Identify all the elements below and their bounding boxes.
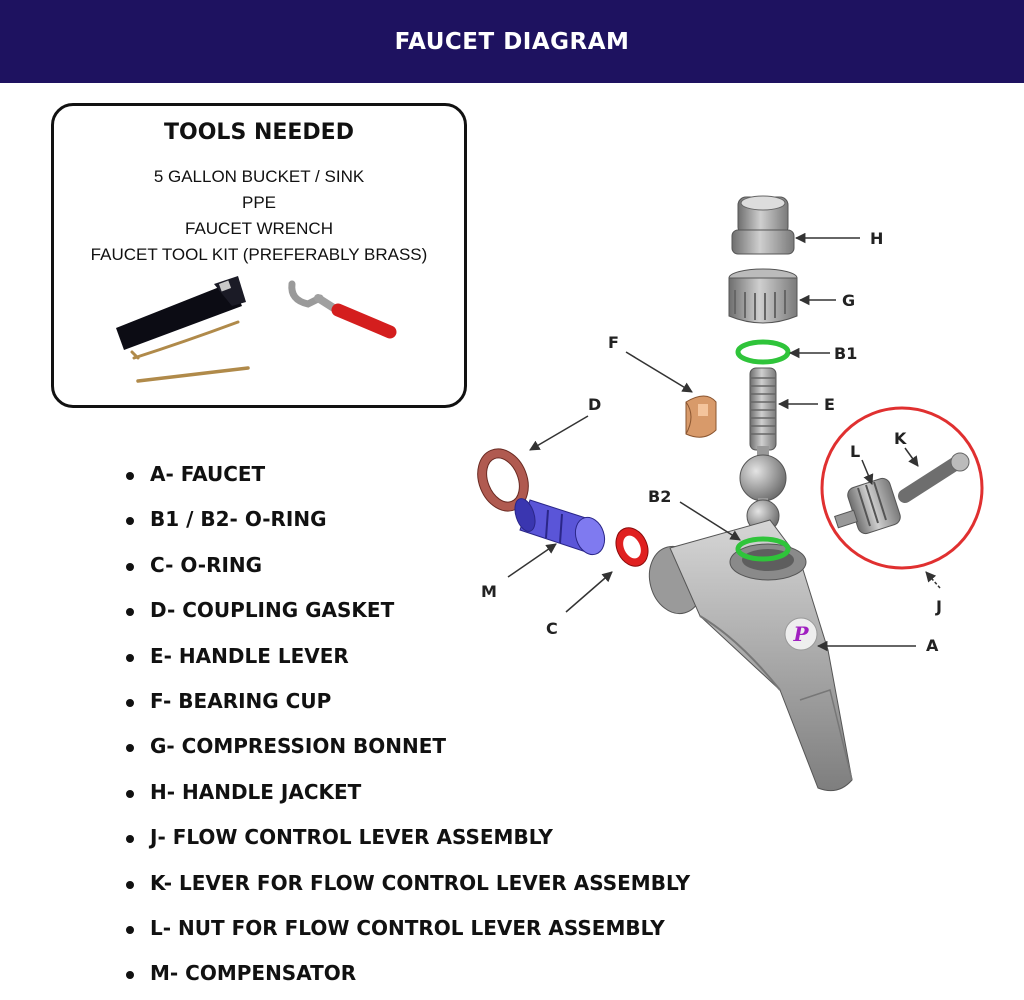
handle-lever-part [739, 367, 787, 533]
label-h: H [870, 229, 883, 248]
page-title: FAUCET DIAGRAM [394, 28, 630, 55]
tools-title: TOOLS NEEDED [164, 120, 354, 145]
compression-bonnet-part [728, 268, 798, 324]
tool-item: FAUCET WRENCH [185, 219, 333, 238]
header-bar: FAUCET DIAGRAM [0, 0, 1024, 83]
flow-control-lever-assembly-part [834, 452, 970, 535]
faucet-body-part: P [648, 519, 853, 792]
tools-illustration [116, 276, 397, 383]
exploded-faucet-diagram: P H G B1 E F D B2 M C A J K L [477, 195, 984, 792]
label-j: J [935, 597, 942, 616]
label-l: L [850, 442, 860, 461]
tools-list: 5 GALLON BUCKET / SINK PPE FAUCET WRENCH… [54, 164, 464, 268]
label-k: K [894, 429, 907, 448]
o-ring-c-part [615, 527, 649, 567]
wrench-handle-icon [331, 303, 397, 339]
tools-needed-box: TOOLS NEEDED 5 GALLON BUCKET / SINK PPE … [51, 103, 467, 408]
compensator-part [514, 498, 606, 556]
label-e: E [824, 395, 835, 414]
label-g: G [842, 291, 855, 310]
label-b1: B1 [834, 344, 857, 363]
o-ring-b1-part [735, 339, 791, 365]
label-d: D [588, 395, 601, 414]
label-b2: B2 [648, 487, 671, 506]
handle-jacket-part [731, 195, 795, 255]
coupling-gasket-part [477, 448, 529, 512]
label-a: A [926, 636, 939, 655]
label-c: C [546, 619, 558, 638]
spanner-wrench-icon [288, 280, 324, 308]
tool-pouch-icon [116, 282, 242, 350]
bearing-cup-part [685, 395, 717, 438]
tool-item: 5 GALLON BUCKET / SINK [153, 167, 365, 186]
tool-item: FAUCET TOOL KIT (PREFERABLY BRASS) [90, 245, 428, 264]
tool-item: PPE [241, 193, 277, 212]
brass-rod-icon [136, 366, 250, 383]
label-m: M [481, 582, 497, 601]
o-ring-b2-part [735, 536, 791, 562]
label-f: F [608, 333, 619, 352]
logo-letter: P [792, 622, 809, 646]
brass-pick-icon [132, 320, 240, 360]
